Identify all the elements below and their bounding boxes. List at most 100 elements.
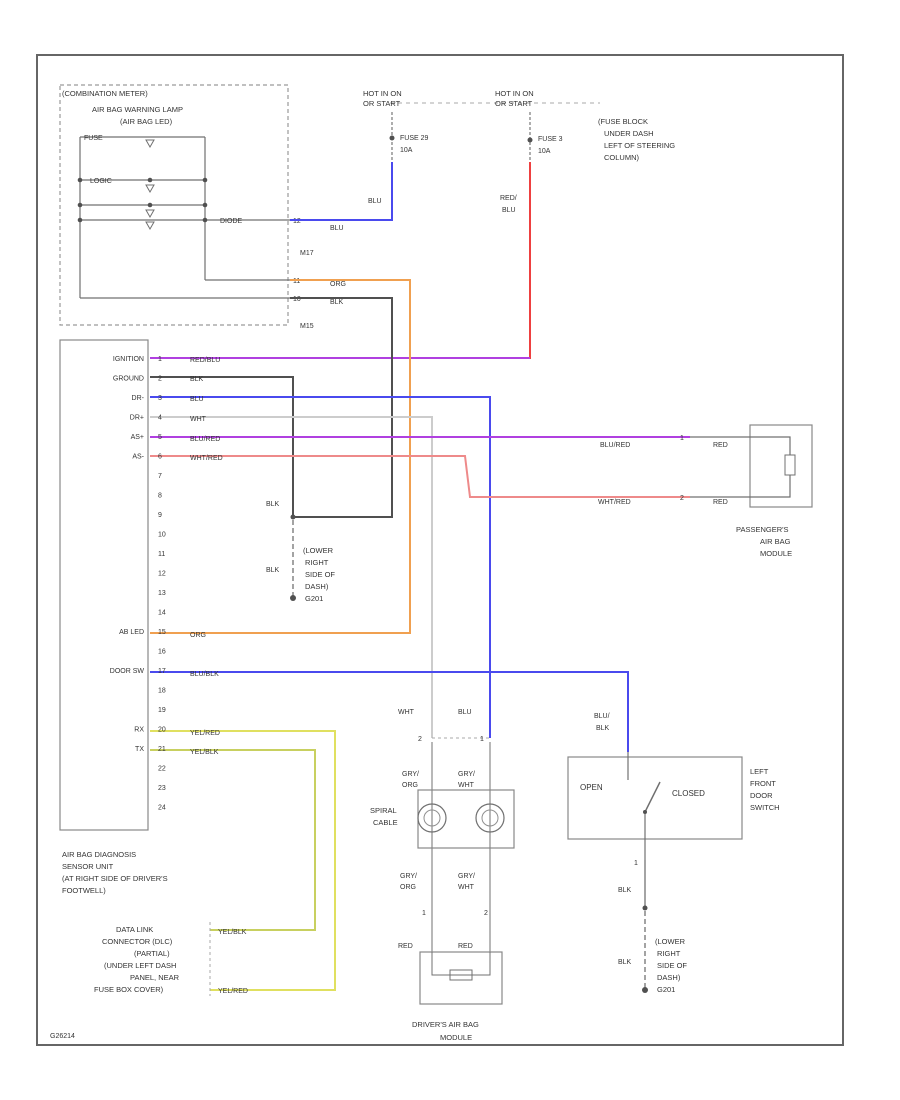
sensor-pin-label: AS- (132, 454, 144, 461)
meter-wire-label: BLK (330, 299, 344, 306)
ground-splice-dot (290, 514, 296, 520)
power-source-title: HOT IN ON (363, 89, 402, 98)
spiral-wire-label: WHT (398, 709, 415, 716)
passenger-caption: AIR BAG (760, 537, 791, 546)
dlc-wire-label: YEL/RED (218, 988, 248, 995)
spiral-pin: 2 (418, 736, 422, 743)
driver-pin: 1 (422, 910, 426, 917)
sensor-pin-number: 22 (158, 766, 166, 773)
power-source-title: HOT IN ON (495, 89, 534, 98)
spiral-cable-assembly: WHT BLU 2 1 GRY/ ORG GRY/ WHT SPIRAL CAB… (370, 709, 515, 952)
passenger-squib-resistor (784, 454, 796, 476)
passenger-pin: 2 (680, 495, 684, 502)
sensor-pin-number: 8 (158, 493, 162, 500)
sensor-wire-label: BLU/RED (190, 436, 220, 443)
ground-caption: (LOWER (655, 937, 686, 946)
sensor-wire-label: RED/BLU (190, 357, 220, 364)
wire-blk-meter-ground (290, 297, 393, 518)
fuse-29-amps: 10A (400, 147, 413, 154)
door-switch-pin: 1 (634, 860, 638, 867)
power-source-title: OR START (363, 99, 401, 108)
meter-connector-label: M15 (300, 323, 314, 330)
wire-red-blu-ignition (150, 162, 531, 359)
passenger-pin: 1 (680, 435, 684, 442)
sensor-pin-number: 16 (158, 649, 166, 656)
sensor-pin-number: 23 (158, 785, 166, 792)
ground-caption: SIDE OF (657, 961, 687, 970)
wire-wht-dr-plus (150, 416, 433, 738)
fuse-block-label: COLUMN) (604, 153, 640, 162)
door-switch-caption: FRONT (750, 779, 776, 788)
ground-wire-label: BLK (266, 567, 280, 574)
sensor-wire-label: YEL/RED (190, 730, 220, 737)
fuse-3-name: FUSE 3 (538, 136, 563, 143)
driver-term-label: RED (398, 943, 413, 950)
ground-g201-dash: BLK BLK (LOWER RIGHT SIDE OF DASH) G201 (266, 501, 335, 603)
sensor-pin-number: 17 (158, 668, 166, 675)
passenger-air-bag-module: BLU/RED WHT/RED 1 2 RED RED PASSENGER'S … (598, 424, 813, 558)
spiral-wire-label: BLU (458, 709, 472, 716)
sensor-pin-label: RX (134, 727, 144, 734)
wire-blk-ground (150, 376, 294, 517)
power-wire-label: BLU (368, 198, 382, 205)
fuse-3-amps: 10A (538, 148, 551, 155)
passenger-squib-icon (690, 436, 791, 498)
sensor-pin-number: 14 (158, 610, 166, 617)
ground-caption: (LOWER (303, 546, 334, 555)
meter-inner-label: FUSE (84, 135, 103, 142)
spiral-coil-icon (475, 803, 505, 833)
spiral-bottom-label: ORG (400, 884, 416, 891)
spiral-top-label: GRY/ (402, 771, 419, 778)
ground-splice-dot (642, 905, 648, 911)
ground-wire-label: BLK (618, 959, 632, 966)
fuse-29-icon (389, 135, 395, 141)
wire-yel-red-rx (150, 730, 336, 991)
spiral-top-label: WHT (458, 782, 475, 789)
sensor-pin-number: 9 (158, 512, 162, 519)
sensor-pin-number: 3 (158, 395, 162, 402)
spiral-cable-label: SPIRAL (370, 806, 397, 815)
power-source-title: OR START (495, 99, 533, 108)
door-switch-caption: SWITCH (750, 803, 780, 812)
air-bag-lamp-subtitle: (AIR BAG LED) (120, 117, 173, 126)
power-wire-label: BLU (502, 207, 516, 214)
sensor-pin-label: TX (135, 746, 144, 753)
door-switch-contact (644, 781, 661, 813)
sensor-pin-label: DOOR SW (110, 668, 145, 675)
dlc-caption: DATA LINK (116, 925, 153, 934)
combination-meter: (COMBINATION METER) AIR BAG WARNING LAMP… (59, 84, 346, 330)
driver-term-label: RED (458, 943, 473, 950)
spiral-bottom-label: GRY/ (400, 873, 417, 880)
wire-yel-blk-tx (150, 749, 316, 931)
sensor-wire-label: BLK (190, 376, 204, 383)
ground-caption: RIGHT (305, 558, 329, 567)
ground-icon (290, 595, 296, 601)
sensor-wire-label: BLU (190, 396, 204, 403)
dlc-caption: PANEL, NEAR (130, 973, 180, 982)
sensor-pin-number: 12 (158, 571, 166, 578)
sensor-pin-number: 5 (158, 434, 162, 441)
sensor-pin-label: GROUND (113, 376, 144, 383)
driver-module-caption: DRIVER'S AIR BAG (412, 1020, 479, 1029)
power-wire-label: RED/ (500, 195, 517, 202)
sensor-pin-list: 1IGNITION2GROUND3DR-4DR+5AS+6AS-78910111… (110, 356, 166, 812)
sensor-pin-number: 1 (158, 356, 162, 363)
ground-wire-label: BLK (266, 501, 280, 508)
data-link-connector: YEL/BLK YEL/RED DATA LINK CONNECTOR (DLC… (94, 922, 248, 996)
meter-junction-dots (77, 177, 208, 223)
sensor-pin-number: 19 (158, 707, 166, 714)
meter-inner-label: LOGIC (90, 178, 112, 185)
door-wire-label: BLK (596, 725, 610, 732)
power-sources: HOT IN ON OR START HOT IN ON OR START FU… (363, 89, 675, 214)
sensor-pin-number: 4 (158, 415, 162, 422)
driver-module-caption: MODULE (440, 1033, 472, 1042)
driver-module-box (419, 951, 503, 1005)
driver-air-bag-module: 1 2 RED RED DRIVER'S AIR BAG MODULE (398, 910, 503, 1042)
ground-caption: G201 (305, 594, 323, 603)
ground-caption: G201 (657, 985, 675, 994)
ground-icon (642, 987, 648, 993)
passenger-wire-label: WHT/RED (598, 499, 631, 506)
dlc-caption: CONNECTOR (DLC) (102, 937, 173, 946)
left-front-door-switch: BLU/ BLK OPEN CLOSED 1 LEFT FRONT DOOR S… (567, 713, 780, 867)
